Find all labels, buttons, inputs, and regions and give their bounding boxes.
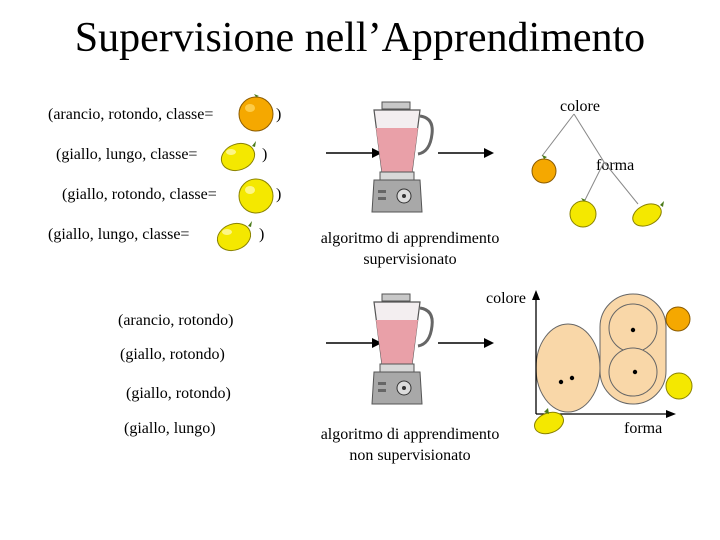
data-point <box>630 327 636 333</box>
caption-line-2: supervisionato <box>363 251 457 268</box>
example-4-prefix: (giallo, lungo, classe= <box>48 226 190 243</box>
orange-icon <box>665 306 691 332</box>
orange-icon <box>238 178 274 214</box>
orange-icon <box>238 94 274 132</box>
blender-icon <box>371 101 434 213</box>
example-1-prefix: (arancio, rotondo, classe= <box>48 106 214 123</box>
example-4-suffix: ) <box>259 226 265 243</box>
axis-label-forma: forma <box>624 420 663 437</box>
output-arrow <box>438 338 494 348</box>
label-colore: colore <box>560 98 600 115</box>
unlabeled-example-2: (giallo, rotondo) <box>120 346 225 363</box>
data-point <box>558 379 564 385</box>
example-1-suffix: ) <box>276 106 282 123</box>
lemon-icon <box>533 408 565 435</box>
decision-tree <box>541 113 639 205</box>
label-forma: forma <box>596 157 635 174</box>
orange-leaf-icon <box>531 155 557 184</box>
input-arrow <box>326 148 382 158</box>
lemon-leaf-icon <box>632 201 664 227</box>
input-arrow <box>326 338 382 348</box>
cluster-plot <box>532 290 676 418</box>
axis-label-colore: colore <box>486 290 526 307</box>
yellow-round-leaf-icon <box>569 198 597 228</box>
caption-line-1: algoritmo di apprendimento <box>320 230 500 247</box>
example-2-prefix: (giallo, lungo, classe= <box>56 146 198 163</box>
data-point <box>569 375 575 381</box>
example-3-prefix: (giallo, rotondo, classe= <box>62 186 217 203</box>
output-arrow <box>438 148 494 158</box>
blender-icon <box>371 293 434 405</box>
unlabeled-example-1: (arancio, rotondo) <box>118 312 234 329</box>
example-3-suffix: ) <box>276 186 282 203</box>
cluster-left <box>535 323 601 413</box>
yellow-round-icon <box>665 372 693 400</box>
page-title: Supervisione nell’Apprendimento <box>74 15 646 61</box>
unsupervised-caption: algoritmo di apprendimento non supervisi… <box>290 424 530 466</box>
unlabeled-example-4: (giallo, lungo) <box>124 420 216 437</box>
example-2-suffix: ) <box>262 146 268 163</box>
lemon-icon <box>216 221 252 252</box>
data-point <box>632 369 638 375</box>
supervised-caption: algoritmo di apprendimento supervisionat… <box>290 228 530 270</box>
unlabeled-example-3: (giallo, rotondo) <box>126 385 231 402</box>
lemon-icon <box>220 141 256 172</box>
caption-line-2: non supervisionato <box>349 447 471 464</box>
caption-line-1: algoritmo di apprendimento <box>320 426 500 443</box>
